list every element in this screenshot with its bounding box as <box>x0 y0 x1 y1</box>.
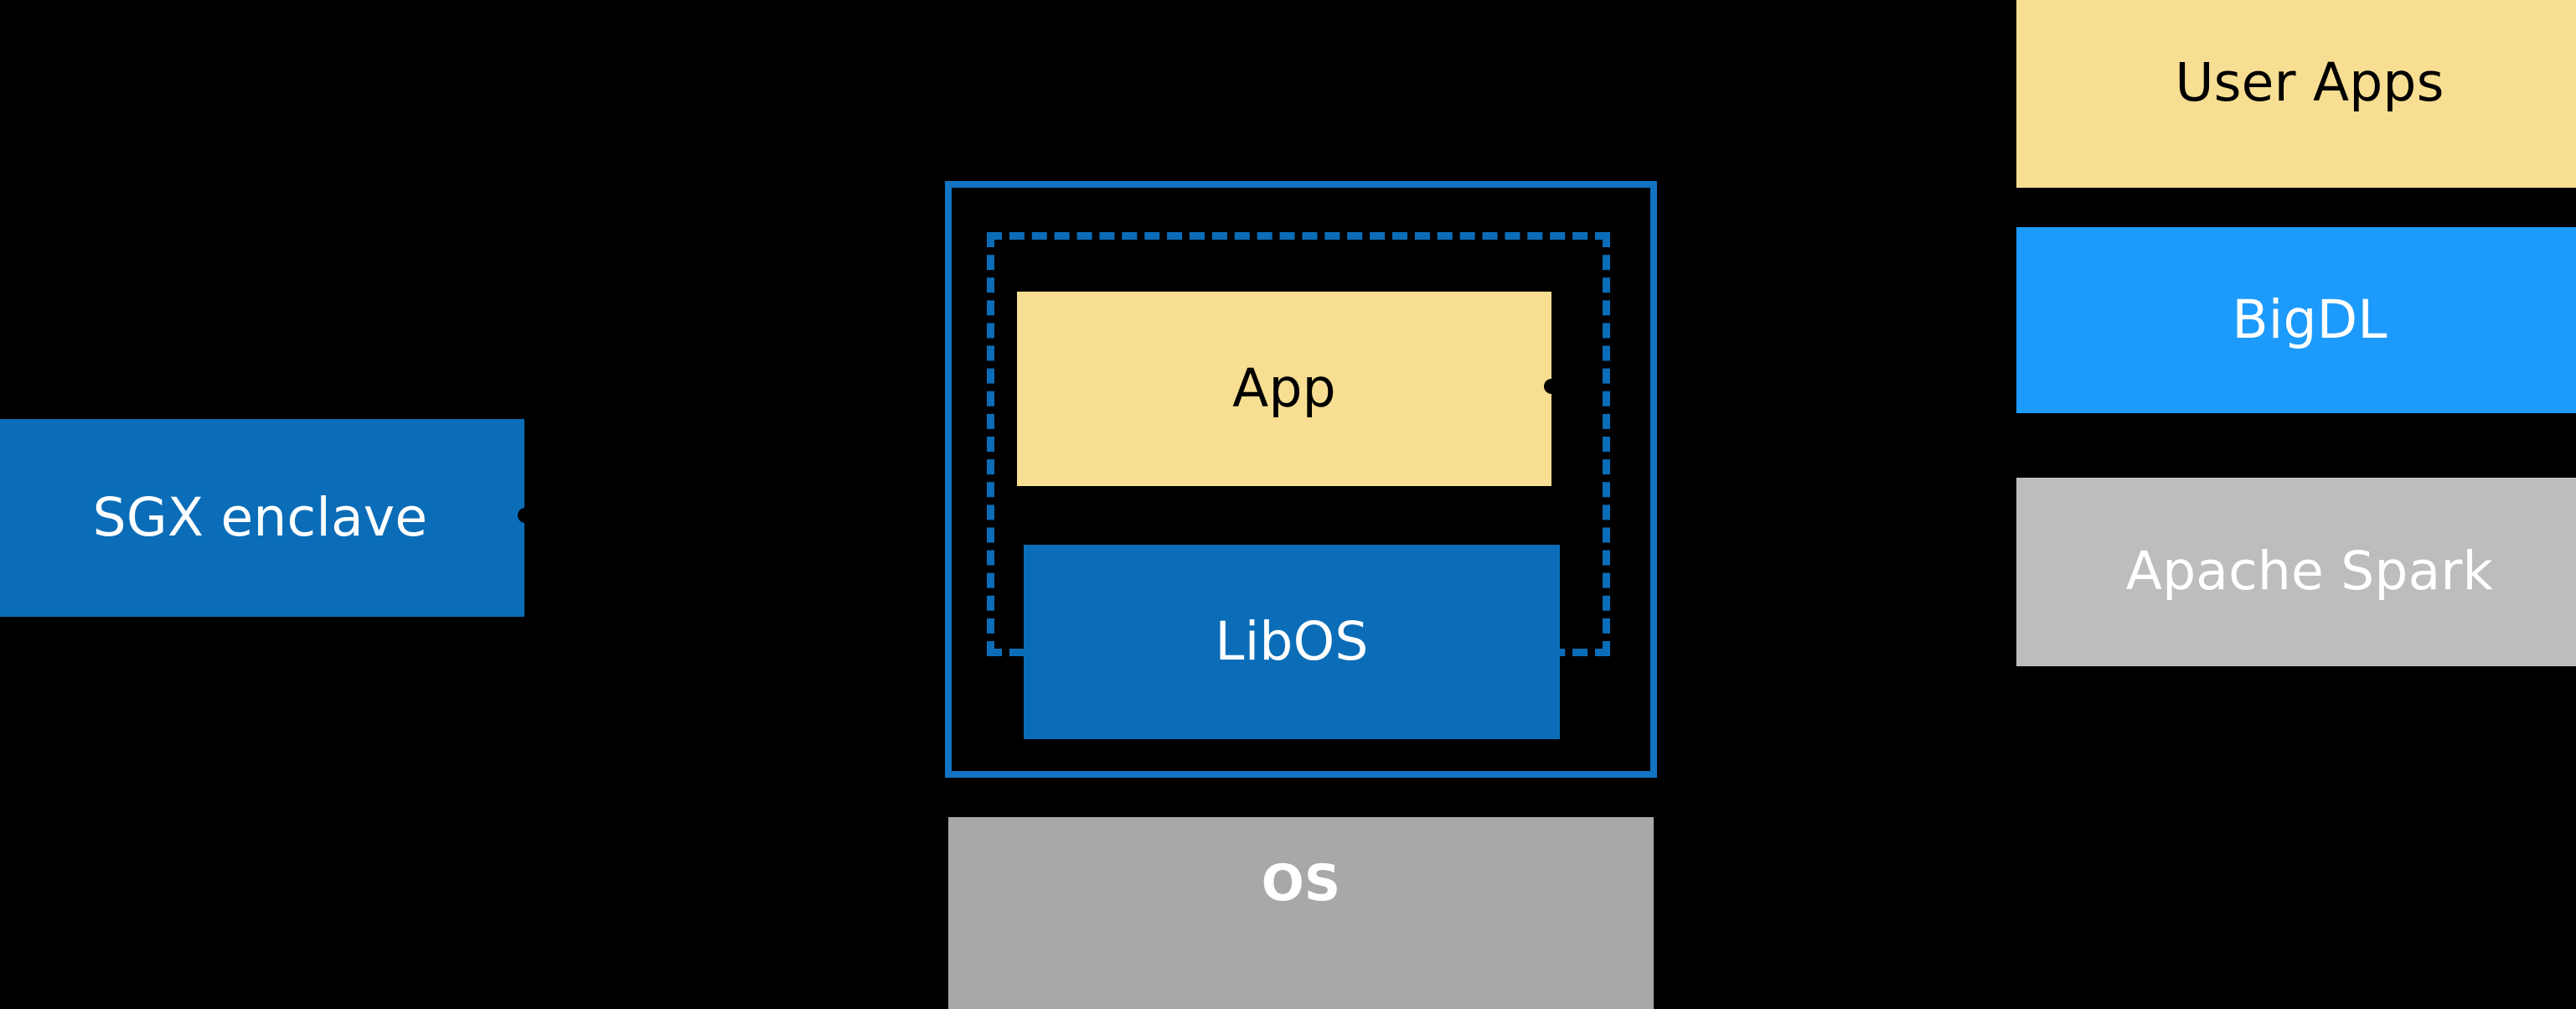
bigdl-box: BigDL <box>2016 227 2576 413</box>
bigdl-label: BigDL <box>2232 288 2388 350</box>
libos-label: LibOS <box>1215 610 1369 672</box>
apache-spark-label: Apache Spark <box>2125 541 2494 603</box>
os-box: OS <box>948 817 1654 1009</box>
app-box: App <box>1017 292 1551 486</box>
enclave-outer-boundary-frame <box>945 181 1657 778</box>
sgx-enclave-label: SGX enclave <box>92 486 428 548</box>
app-connector-arrowhead-icon <box>1544 379 1559 394</box>
app-label: App <box>1232 357 1336 419</box>
user-apps-label: User Apps <box>2175 51 2444 113</box>
sgx-enclave-box: SGX enclave <box>0 419 524 617</box>
sgx-connector-arrowhead-icon <box>518 508 533 523</box>
apache-spark-box: Apache Spark <box>2016 478 2576 666</box>
os-label: OS <box>1261 854 1341 913</box>
user-apps-box: User Apps <box>2016 0 2576 188</box>
libos-box: LibOS <box>1024 545 1560 739</box>
